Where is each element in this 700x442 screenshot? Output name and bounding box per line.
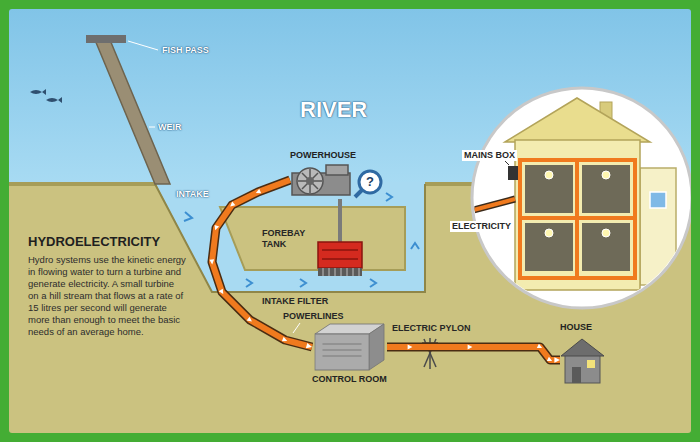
powerline-connector xyxy=(212,180,312,347)
node-label: HOUSE xyxy=(560,322,592,333)
magnifier-icon xyxy=(355,171,381,197)
fish-pass xyxy=(86,35,126,43)
intake-filter xyxy=(318,268,362,276)
part-label: INTAKE xyxy=(176,189,209,200)
powerline xyxy=(387,347,560,360)
channel-edge xyxy=(155,184,425,292)
component-node: POWERHOUSE xyxy=(290,150,357,197)
leader-line xyxy=(293,323,300,333)
channel-water xyxy=(155,182,425,292)
part-label: ELECTRICITY xyxy=(450,221,513,232)
leader-line xyxy=(505,161,509,165)
part-label: INTAKE FILTER xyxy=(262,296,328,307)
part-label: FOREBAY TANK xyxy=(262,228,314,250)
weir xyxy=(95,40,170,184)
component-node: CONTROL ROOM xyxy=(312,322,387,385)
powerline xyxy=(212,180,312,347)
question-mark: ? xyxy=(364,175,376,189)
house-icon xyxy=(560,335,605,385)
part-label: MAINS BOX xyxy=(462,150,517,161)
mains-box-symbol xyxy=(508,166,518,180)
node-label: POWERHOUSE xyxy=(290,150,356,161)
power-icon xyxy=(290,163,352,197)
component-node: HOUSE xyxy=(560,322,605,385)
powerhouse-platform xyxy=(220,207,405,270)
penstock-pipe xyxy=(338,199,342,242)
leader-line xyxy=(128,41,158,50)
fish xyxy=(30,89,62,103)
part-label: FISH PASS xyxy=(162,45,209,56)
powerline-casing xyxy=(387,347,560,360)
part-label: ELECTRIC PYLON xyxy=(392,323,471,334)
inset-circle xyxy=(472,88,691,308)
leader-line xyxy=(149,127,155,128)
diagram-title: HYDROELECTRICITY xyxy=(28,234,160,250)
powerline-casing xyxy=(212,180,312,347)
powerline-connector xyxy=(387,347,560,360)
part-label: WEIR xyxy=(158,122,182,133)
part-label: POWERLINES xyxy=(283,311,344,322)
region-label: RIVER xyxy=(300,96,367,124)
forebay-tank xyxy=(318,242,362,268)
house-cutaway xyxy=(470,98,676,290)
description-text: Hydro systems use the kinetic energy in … xyxy=(28,254,186,338)
control-icon xyxy=(312,322,387,372)
landscape xyxy=(9,9,691,433)
node-label: CONTROL ROOM xyxy=(312,374,387,385)
